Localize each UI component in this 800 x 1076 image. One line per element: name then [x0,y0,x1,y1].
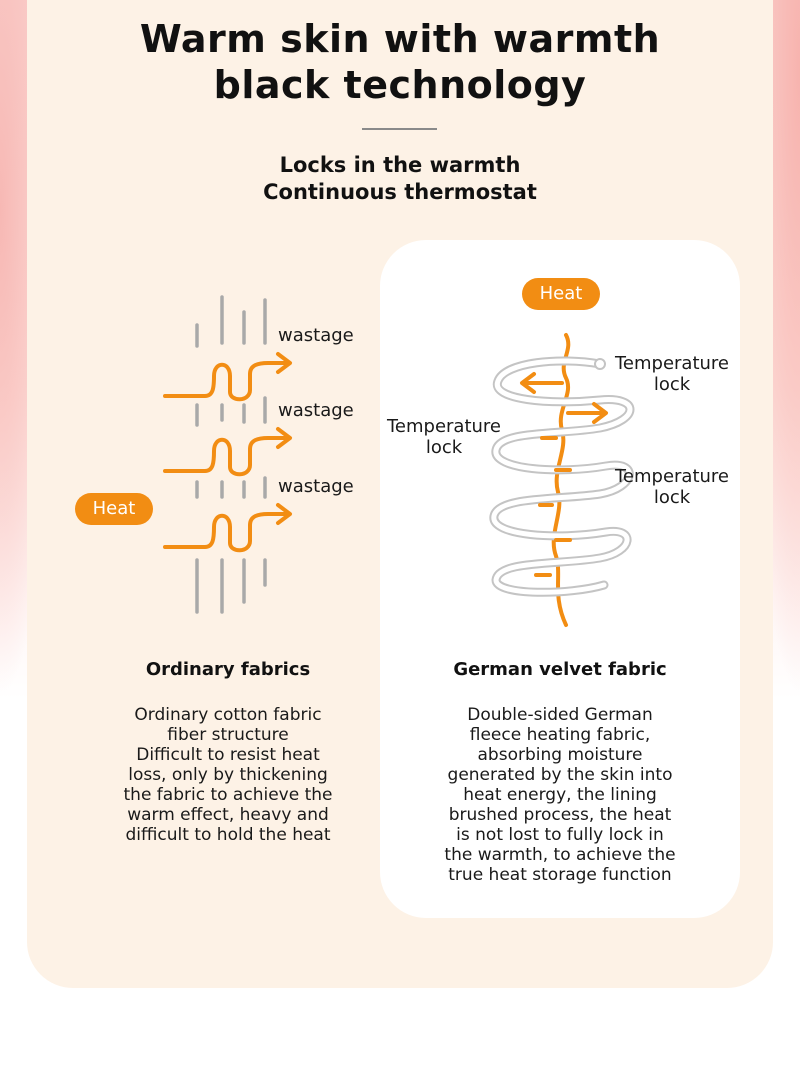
heat-badge-right: Heat [522,278,600,310]
right-desc-line: generated by the skin into [447,765,673,785]
temperature-lock-word: lock [653,487,691,508]
wastage-label-2: wastage [278,400,354,421]
left-desc-line: fiber structure [167,725,289,745]
right-desc-line: true heat storage function [448,865,672,885]
temperature-lock-word: lock [653,374,691,395]
ordinary-fabric-title: Ordinary fabrics [145,659,311,680]
temperature-lock-label-3: Temperature lock [608,466,736,508]
right-desc-line: brushed process, the heat [448,805,672,825]
title-line-2: black technology [213,63,587,107]
temperature-lock-word: lock [425,437,463,458]
left-desc-line: Difficult to resist heat [136,745,320,765]
left-desc-line: loss, only by thickening [128,765,328,785]
coil-end-cap [594,358,606,370]
subtitle-line-2: Continuous thermostat [263,180,537,204]
temperature-lock-label-1: Temperature lock [608,353,736,395]
page-title: Warm skin with warmth black technology [0,16,800,108]
temperature-lock-word: Temperature [614,353,730,374]
left-desc-line: Ordinary cotton fabric [134,705,322,725]
heat-wave-line [551,333,571,627]
heat-badge-left: Heat [75,493,153,525]
temperature-lock-word: Temperature [614,466,730,487]
heat-wastage-arrows [163,352,292,553]
left-desc-line: warm effect, heavy and [127,805,329,825]
left-desc-line: the fabric to achieve the [123,785,333,805]
lock-arrows [520,372,608,577]
warmth-coil-inner [491,358,633,595]
right-desc-line: is not lost to fully lock in [456,825,664,845]
left-desc-line: difficult to hold the heat [125,825,331,845]
title-divider [362,128,437,130]
wastage-label-1: wastage [278,325,354,346]
right-desc-line: Double-sided German [467,705,653,725]
subtitle-line-1: Locks in the warmth [279,153,521,177]
page-subtitle: Locks in the warmth Continuous thermosta… [0,152,800,206]
wastage-label-3: wastage [278,476,354,497]
right-desc-line: fleece heating fabric, [469,725,651,745]
ordinary-fabric-description: Ordinary cotton fabric fiber structure D… [78,705,378,845]
right-desc-line: heat energy, the lining [463,785,657,805]
temperature-lock-label-2: Temperature lock [380,416,508,458]
fiber-lines [195,295,267,614]
title-line-1: Warm skin with warmth [139,17,661,61]
right-desc-line: the warmth, to achieve the [444,845,676,865]
temperature-lock-word: Temperature [386,416,502,437]
right-desc-line: absorbing moisture [477,745,643,765]
german-velvet-description: Double-sided German fleece heating fabri… [400,705,720,885]
german-velvet-title: German velvet fabric [453,659,667,680]
